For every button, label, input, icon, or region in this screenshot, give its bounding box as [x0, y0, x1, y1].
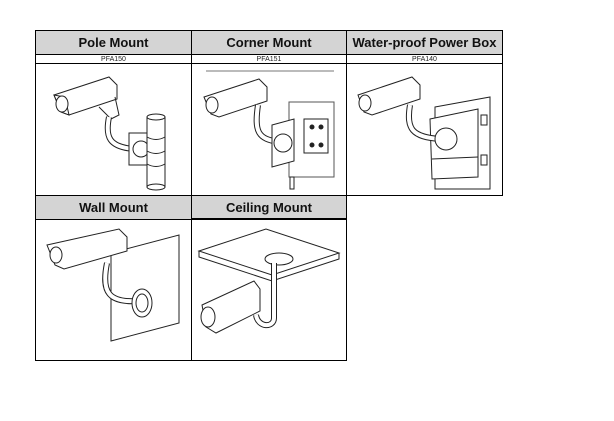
- header-label: Wall Mount: [79, 200, 148, 215]
- power-box-icon: [356, 76, 490, 190]
- pole-mount-icon: [52, 76, 165, 191]
- header-ceiling-mount: Ceiling Mount: [191, 195, 347, 220]
- header-label: Ceiling Mount: [226, 199, 312, 215]
- header-power-box: Water-proof Power Box: [346, 30, 503, 55]
- model-label: PFA140: [412, 55, 437, 63]
- image-cell-corner-mount: [191, 63, 347, 196]
- model-label: PFA151: [256, 55, 282, 63]
- image-cell-ceiling-mount: [191, 219, 347, 361]
- image-cell-pole-mount: [35, 63, 192, 196]
- header-label: Corner Mount: [226, 35, 312, 50]
- corner-mount-icon: [203, 70, 335, 190]
- header-corner-mount: Corner Mount: [191, 30, 347, 55]
- header-pole-mount: Pole Mount: [35, 30, 192, 55]
- header-wall-mount: Wall Mount: [35, 195, 192, 220]
- header-label: Pole Mount: [78, 35, 149, 50]
- header-label: Water-proof Power Box: [352, 35, 497, 50]
- wall-mount-icon: [45, 227, 179, 342]
- image-cell-wall-mount: [35, 219, 192, 361]
- image-cell-power-box: [346, 63, 503, 196]
- ceiling-mount-icon: [197, 227, 341, 334]
- model-label: PFA150: [101, 55, 126, 63]
